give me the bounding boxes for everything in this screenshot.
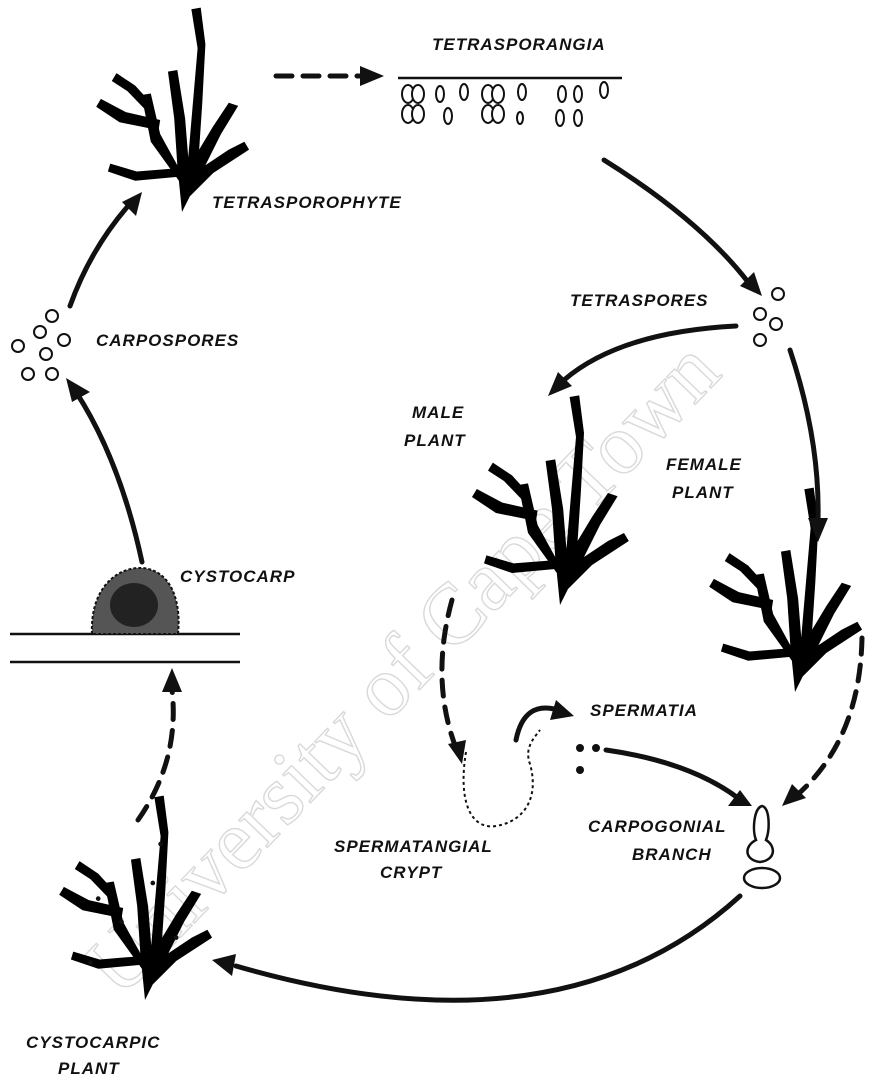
label-spermatia: SPERMATIA — [590, 701, 698, 720]
carpogonial-branch — [744, 806, 780, 888]
label-female-plant-line1: FEMALE — [666, 455, 742, 474]
label-tetrasporangia: TETRASPORANGIA — [432, 35, 606, 54]
tetraspores-cluster — [754, 288, 784, 346]
watermark: University of Cape Town — [65, 321, 738, 1013]
label-carpogonial-line1: CARPOGONIAL — [588, 817, 727, 836]
label-carpospores: CARPOSPORES — [96, 331, 239, 350]
label-female-plant-line2: PLANT — [672, 483, 734, 502]
label-male-plant-line1: MALE — [412, 403, 464, 422]
label-spermatangial-line1: SPERMATANGIAL — [334, 837, 493, 856]
label-male-plant-line2: PLANT — [404, 431, 466, 450]
label-cystocarp: CYSTOCARP — [180, 567, 295, 586]
label-cystocarpic-plant-line2: PLANT — [58, 1059, 120, 1078]
label-tetraspores: TETRASPORES — [570, 291, 709, 310]
carpospores-cluster — [12, 310, 70, 380]
label-tetrasporophyte: TETRASPOROPHYTE — [212, 193, 402, 212]
spermatangial-crypt — [464, 730, 540, 826]
tetrasporophyte-frond — [96, 8, 249, 212]
label-spermatangial-line2: CRYPT — [380, 863, 443, 882]
label-carpogonial-line2: BRANCH — [632, 845, 712, 864]
label-cystocarpic-plant-line1: CYSTOCARPIC — [26, 1033, 160, 1052]
spermatia-dots — [576, 744, 600, 774]
tetrasporangia-strip — [398, 78, 622, 126]
female-plant-frond — [709, 488, 862, 692]
